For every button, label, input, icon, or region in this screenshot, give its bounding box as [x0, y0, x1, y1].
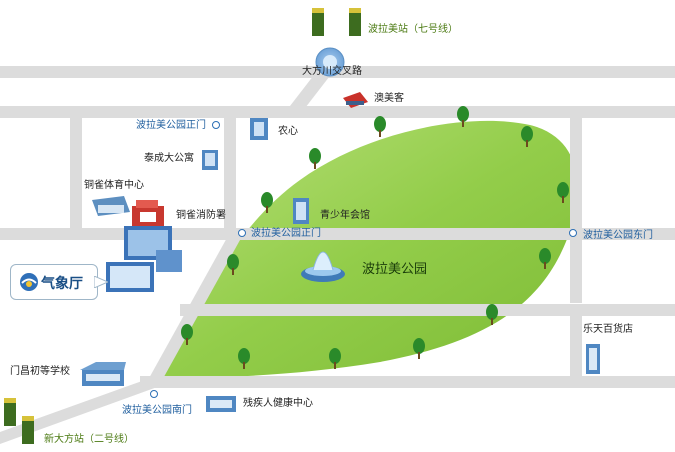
tree-icon	[457, 106, 469, 127]
tree-icon	[557, 182, 569, 203]
label-station-line7: 波拉美站（七号线）	[368, 24, 458, 35]
building-icon	[293, 198, 309, 224]
building-icon	[343, 92, 368, 108]
label-nongxin: 农心	[278, 126, 298, 137]
tree-icon	[374, 116, 386, 137]
building-icon	[106, 226, 182, 292]
road-west-vertical	[70, 118, 82, 228]
label-sindaebang-station-line2: 新大方站（二号线）	[44, 434, 134, 445]
building-icon	[202, 150, 218, 170]
building-icon	[586, 344, 600, 374]
label-park-main-gate-top: 波拉美公园正门	[136, 120, 206, 131]
station-building-icon	[312, 8, 361, 36]
label-daebang-intersection: 大方川交叉路	[302, 66, 362, 77]
building-icon	[206, 396, 236, 412]
kma-logo-icon	[20, 273, 38, 291]
tree-icon	[486, 304, 498, 325]
label-taesung-apartment: 泰成大公寓	[144, 153, 194, 164]
road-bottom-east	[140, 376, 675, 388]
tree-icon	[238, 348, 250, 369]
building-icon	[250, 118, 268, 140]
kma-callout: 气象厅	[10, 264, 98, 300]
building-icon	[92, 196, 130, 216]
label-park-east-gate: 波拉美公园东门	[583, 230, 653, 241]
tree-icon	[261, 192, 273, 213]
road-sangdo	[224, 118, 236, 228]
road-lower	[180, 304, 675, 316]
road-east-vertical	[570, 118, 582, 303]
label-aumeike: 澳美客	[374, 93, 404, 104]
tree-icon	[309, 148, 321, 169]
tree-icon	[521, 126, 533, 147]
gate-marker-icon	[150, 390, 158, 398]
tree-icon	[181, 324, 193, 345]
gate-marker-icon	[569, 229, 577, 237]
road-east-lower-vertical	[570, 316, 582, 376]
label-park-south-gate: 波拉美公园南门	[122, 405, 192, 416]
building-icon	[132, 200, 164, 226]
tree-icon	[329, 348, 341, 369]
label-park-main-gate: 波拉美公园正门	[251, 228, 321, 239]
label-youth-center: 青少年会馆	[320, 210, 370, 221]
road-diagonal-park	[148, 236, 240, 384]
fountain-icon	[301, 251, 345, 282]
label-kma-building: 气象厅	[41, 276, 83, 292]
label-dongjak-fire-station: 铜雀消防署	[176, 210, 226, 221]
building-icon	[80, 362, 126, 386]
label-lotte-department-store: 乐天百货店	[583, 324, 633, 335]
road-diagonal-lower	[0, 376, 160, 444]
label-dongjak-sports-center: 铜雀体育中心	[84, 180, 144, 191]
label-disabled-health-center: 残疾人健康中心	[243, 398, 313, 409]
gate-marker-icon	[238, 229, 246, 237]
station-building-icon	[4, 398, 34, 444]
gate-marker-icon	[212, 121, 220, 129]
label-munchang-elementary: 门昌初等学校	[10, 366, 70, 377]
tree-icon	[413, 338, 425, 359]
callout-pointer	[94, 276, 108, 288]
tree-icon	[227, 254, 239, 275]
tree-icon	[539, 248, 551, 269]
label-park-name: 波拉美公园	[362, 262, 428, 277]
road-upper	[0, 106, 675, 118]
